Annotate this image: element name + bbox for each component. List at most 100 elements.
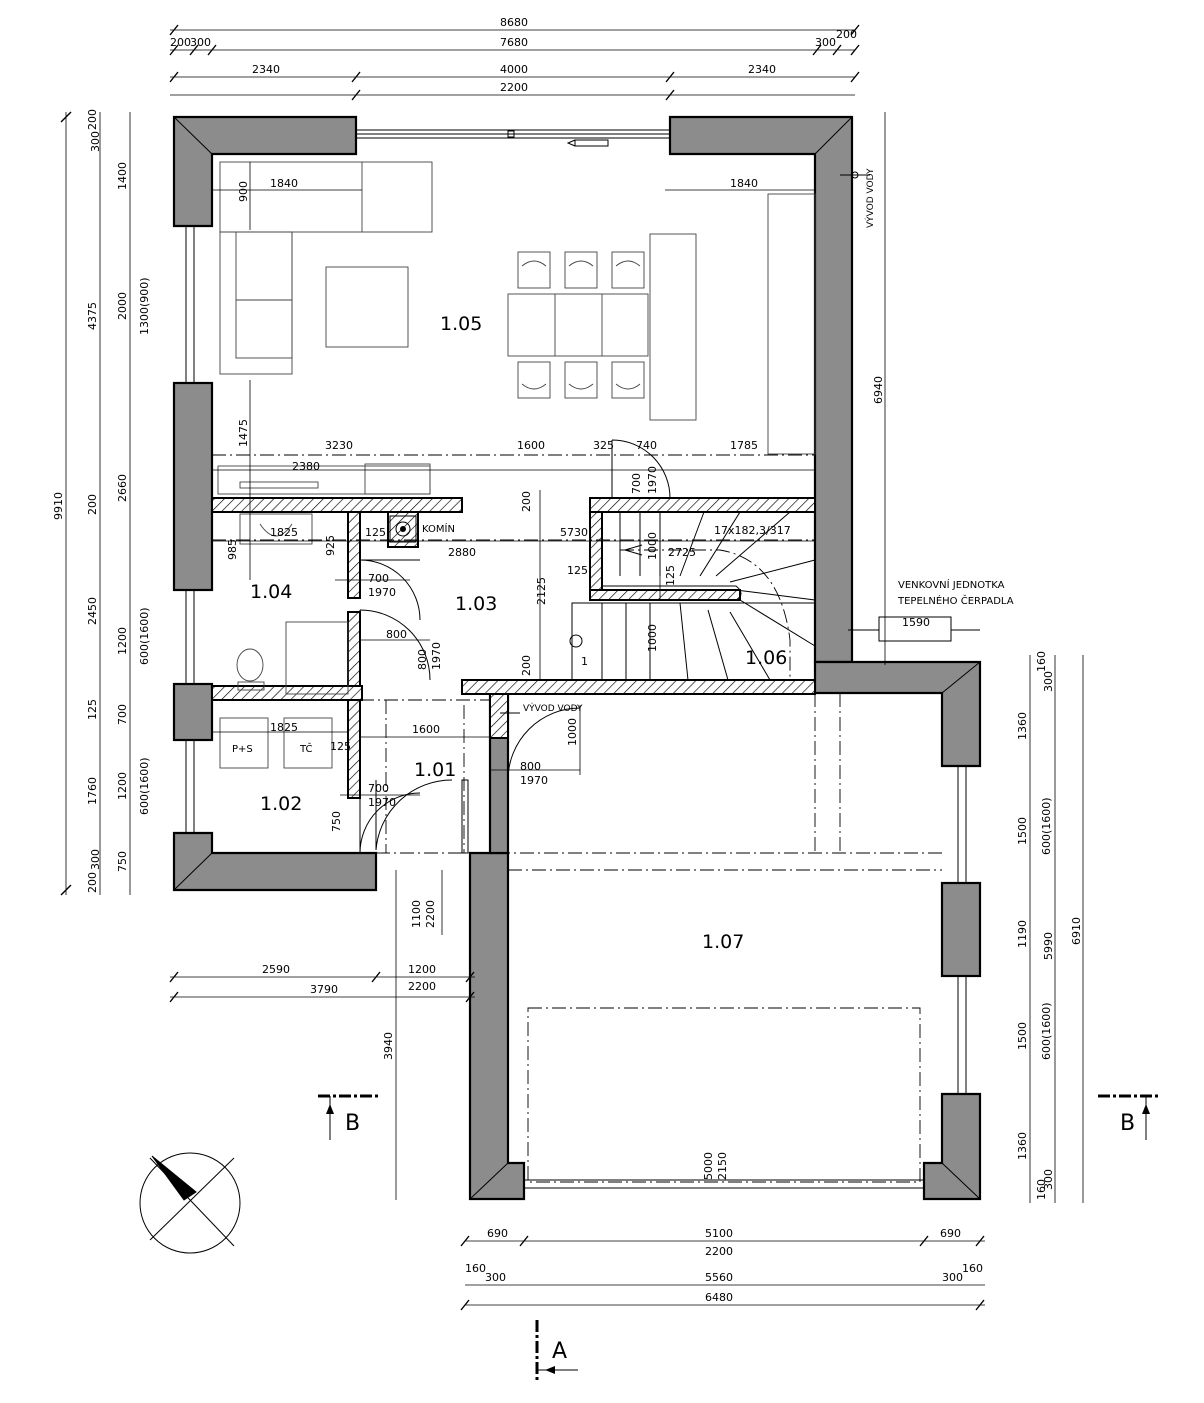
room-1-07: 1.07 xyxy=(702,931,744,953)
dim-i-11: 125 xyxy=(365,526,386,539)
dim-i-40: 5000 xyxy=(702,1152,715,1180)
dimension-text-left: 9910 200 4375 200 2450 125 1760 200 300 … xyxy=(52,109,151,893)
furniture: P+S TČ xyxy=(217,161,921,1183)
door-1-04 xyxy=(359,559,421,621)
dim-ll-2200: 2200 xyxy=(408,980,436,993)
dim-i-24: 800 xyxy=(386,628,407,641)
room-labels: 1.05 1.04 1.03 1.06 1.01 1.02 1.07 xyxy=(250,313,787,953)
wall-hatch-8 xyxy=(589,511,603,599)
staircase: 1 17x182,3/317 xyxy=(569,511,816,681)
dim-i-39: 750 xyxy=(330,811,343,832)
chimney: KOMÍN xyxy=(389,515,455,543)
doors xyxy=(359,439,671,854)
wall-hatch-3 xyxy=(347,511,361,599)
room-1-06: 1.06 xyxy=(745,647,787,669)
window-right-1 xyxy=(957,765,967,884)
dim-i-27: 2125 xyxy=(535,577,548,605)
dim-i-4: 3230 xyxy=(325,439,353,452)
dim-inner-2000: 2000 xyxy=(116,292,129,320)
door-garage xyxy=(507,707,581,781)
stair-first-step: 1 xyxy=(581,655,588,668)
room-1-03: 1.03 xyxy=(455,593,497,615)
dim-g-5990: 5990 xyxy=(1042,932,1055,960)
garage-car-space xyxy=(527,1007,921,1183)
wall-garage-west xyxy=(468,851,526,1201)
dim-i-18: 1970 xyxy=(368,586,396,599)
dim-b-300a: 300 xyxy=(485,1271,506,1284)
dim-i-21: 125 xyxy=(567,564,588,577)
dim-ll-1200: 1200 xyxy=(408,963,436,976)
dim-b-5100: 5100 xyxy=(705,1227,733,1240)
wall-hatch-9 xyxy=(589,589,741,601)
dim-inner-600a: 600(1600) xyxy=(138,607,151,665)
door-1-03-wc xyxy=(359,609,431,681)
wall-hatch-2 xyxy=(589,497,816,513)
dim-top-2200: 2200 xyxy=(500,81,528,94)
dim-i-33: 1600 xyxy=(412,723,440,736)
wall-left-mid xyxy=(172,381,214,592)
dim-inner-1200b: 1200 xyxy=(116,772,129,800)
section-a: A xyxy=(552,1339,567,1364)
dim-i-13: 925 xyxy=(324,535,337,556)
dim-i-3: 1475 xyxy=(237,419,250,447)
dim-g-1500a: 1500 xyxy=(1016,817,1029,845)
dim-i-5: 1600 xyxy=(517,439,545,452)
dim-top-200a: 200 xyxy=(170,36,191,49)
dim-b-2200: 2200 xyxy=(705,1245,733,1258)
section-marks: B B A xyxy=(318,1094,1158,1383)
wall-garage-southeast xyxy=(922,1092,982,1201)
label-vyvod-vody-1: VÝVOD VODY xyxy=(864,168,876,228)
dim-i-10: 1825 xyxy=(270,526,298,539)
dim-i-36: 1000 xyxy=(566,718,579,746)
section-b-right: B xyxy=(1120,1111,1135,1136)
dim-inner-300a: 300 xyxy=(89,131,102,152)
dim-i-22: 700 xyxy=(630,473,643,494)
room-1-02: 1.02 xyxy=(260,793,302,815)
label-komin: KOMÍN xyxy=(422,522,455,535)
label-tc: TČ xyxy=(299,742,313,755)
dim-left-2450: 2450 xyxy=(86,597,99,625)
dim-b-160b: 160 xyxy=(962,1262,983,1275)
window-left-2 xyxy=(185,589,195,685)
dim-inner-300b: 300 xyxy=(89,849,102,870)
dimension-ticks xyxy=(60,24,985,1311)
dim-i-14: 2880 xyxy=(448,546,476,559)
dim-i-38: 1970 xyxy=(368,796,396,809)
dim-g-300b: 300 xyxy=(1042,1169,1055,1190)
dim-i-19: 1000 xyxy=(646,532,659,560)
dim-i-41: 2150 xyxy=(716,1152,729,1180)
dim-ll-2590: 2590 xyxy=(262,963,290,976)
sofa xyxy=(219,231,293,375)
dim-top-2340a: 2340 xyxy=(252,63,280,76)
dim-g-600b: 600(1600) xyxy=(1040,1002,1053,1060)
dim-inner-600b: 600(1600) xyxy=(138,757,151,815)
dim-i-29: 1000 xyxy=(646,624,659,652)
dim-i-6: 325 xyxy=(593,439,614,452)
dim-inner-1400: 1400 xyxy=(116,162,129,190)
dim-inner-750: 750 xyxy=(116,851,129,872)
dim-left-1760: 1760 xyxy=(86,777,99,805)
dim-b-5560: 5560 xyxy=(705,1271,733,1284)
dim-b-690b: 690 xyxy=(940,1227,961,1240)
wall-hatch-7 xyxy=(347,699,361,799)
dim-i-0: 1840 xyxy=(270,177,298,190)
dim-top-2340b: 2340 xyxy=(748,63,776,76)
dim-i-8: 1785 xyxy=(730,439,758,452)
door-entrance xyxy=(375,779,453,851)
dim-i-35: 1970 xyxy=(520,774,548,787)
dim-left-200a: 200 xyxy=(86,109,99,130)
room-1-04: 1.04 xyxy=(250,581,292,603)
dim-g-1360b: 1360 xyxy=(1016,1132,1029,1160)
dim-ll-1100: 1100 xyxy=(410,900,423,928)
label-venkovni-1: VENKOVNÍ JEDNOTKA xyxy=(898,578,1005,591)
north-arrow xyxy=(139,1152,241,1254)
wall-corner-marks xyxy=(173,116,981,1200)
dimension-text-top: 8680 200 300 7680 300 200 2340 4000 2340… xyxy=(170,16,857,94)
dim-b-690a: 690 xyxy=(487,1227,508,1240)
dim-i-34: 800 xyxy=(520,760,541,773)
dim-i-25: 800 xyxy=(416,649,429,670)
wall-hatch-5 xyxy=(211,685,363,701)
dim-i-7: 740 xyxy=(636,439,657,452)
windows xyxy=(185,129,967,1189)
